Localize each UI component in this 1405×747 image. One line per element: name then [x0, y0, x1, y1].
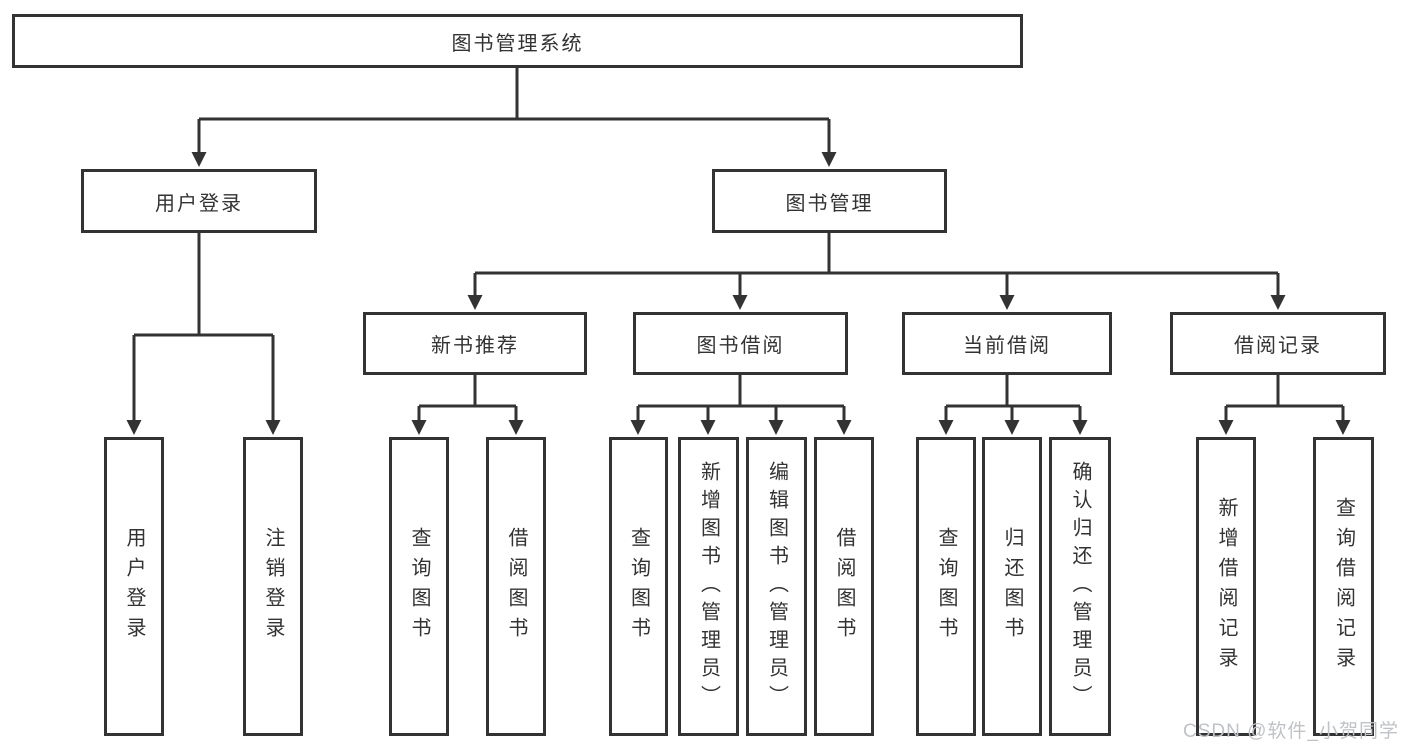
node-current-borrow: 当前借阅 — [902, 312, 1112, 375]
leaf-return-books: 归还图书 — [982, 437, 1042, 736]
node-label: 新书推荐 — [431, 335, 519, 357]
leaf-borrow-books-recommend: 借阅图书 — [486, 437, 546, 736]
leaf-query-books-recommend: 查询图书 — [389, 437, 449, 736]
leaf-add-books-admin: 新增图书（管理员） — [678, 437, 739, 736]
node-label: 图书管理 — [785, 192, 874, 215]
leaf-confirm-return-admin: 确认归还（管理员） — [1049, 437, 1111, 736]
node-library-management-system: 图书管理系统 — [12, 14, 1023, 68]
node-label: 借阅记录 — [1234, 335, 1322, 357]
node-label: 当前借阅 — [963, 335, 1051, 357]
leaf-query-books-borrow: 查询图书 — [609, 437, 668, 736]
node-borrow-records: 借阅记录 — [1170, 312, 1386, 375]
leaf-user-login: 用户登录 — [104, 437, 164, 736]
leaf-borrow-books: 借阅图书 — [814, 437, 874, 736]
node-label: 查询借阅记录 — [1332, 496, 1355, 677]
node-book-borrow: 图书借阅 — [633, 312, 848, 375]
node-label: 图书借阅 — [696, 335, 785, 357]
leaf-logout: 注销登录 — [243, 437, 303, 736]
node-user-login: 用户登录 — [81, 169, 317, 233]
leaf-query-borrow-record: 查询借阅记录 — [1313, 437, 1374, 736]
node-label: 编辑图书（管理员） — [765, 460, 788, 713]
leaf-query-books-current: 查询图书 — [916, 437, 976, 736]
node-label: 查询图书 — [627, 526, 650, 647]
node-label: 确认归还（管理员） — [1069, 460, 1091, 713]
node-label: 查询图书 — [408, 526, 430, 647]
node-label: 借阅图书 — [833, 526, 855, 647]
node-label: 用户登录 — [155, 192, 243, 215]
node-label: 新增图书（管理员） — [697, 460, 720, 713]
node-label: 新增借阅记录 — [1215, 496, 1237, 677]
leaf-edit-books-admin: 编辑图书（管理员） — [746, 437, 807, 736]
leaf-add-borrow-record: 新增借阅记录 — [1196, 437, 1256, 736]
node-label: 归还图书 — [1001, 526, 1023, 647]
node-book-management: 图书管理 — [712, 169, 947, 233]
node-label: 图书管理系统 — [451, 32, 584, 55]
node-label: 用户登录 — [123, 526, 145, 647]
node-label: 查询图书 — [935, 526, 957, 647]
node-new-book-recommend: 新书推荐 — [363, 312, 587, 375]
node-label: 注销登录 — [262, 526, 284, 647]
node-label: 借阅图书 — [505, 526, 527, 647]
csdn-watermark: CSDN @软件_小贺同学 — [1183, 721, 1399, 742]
